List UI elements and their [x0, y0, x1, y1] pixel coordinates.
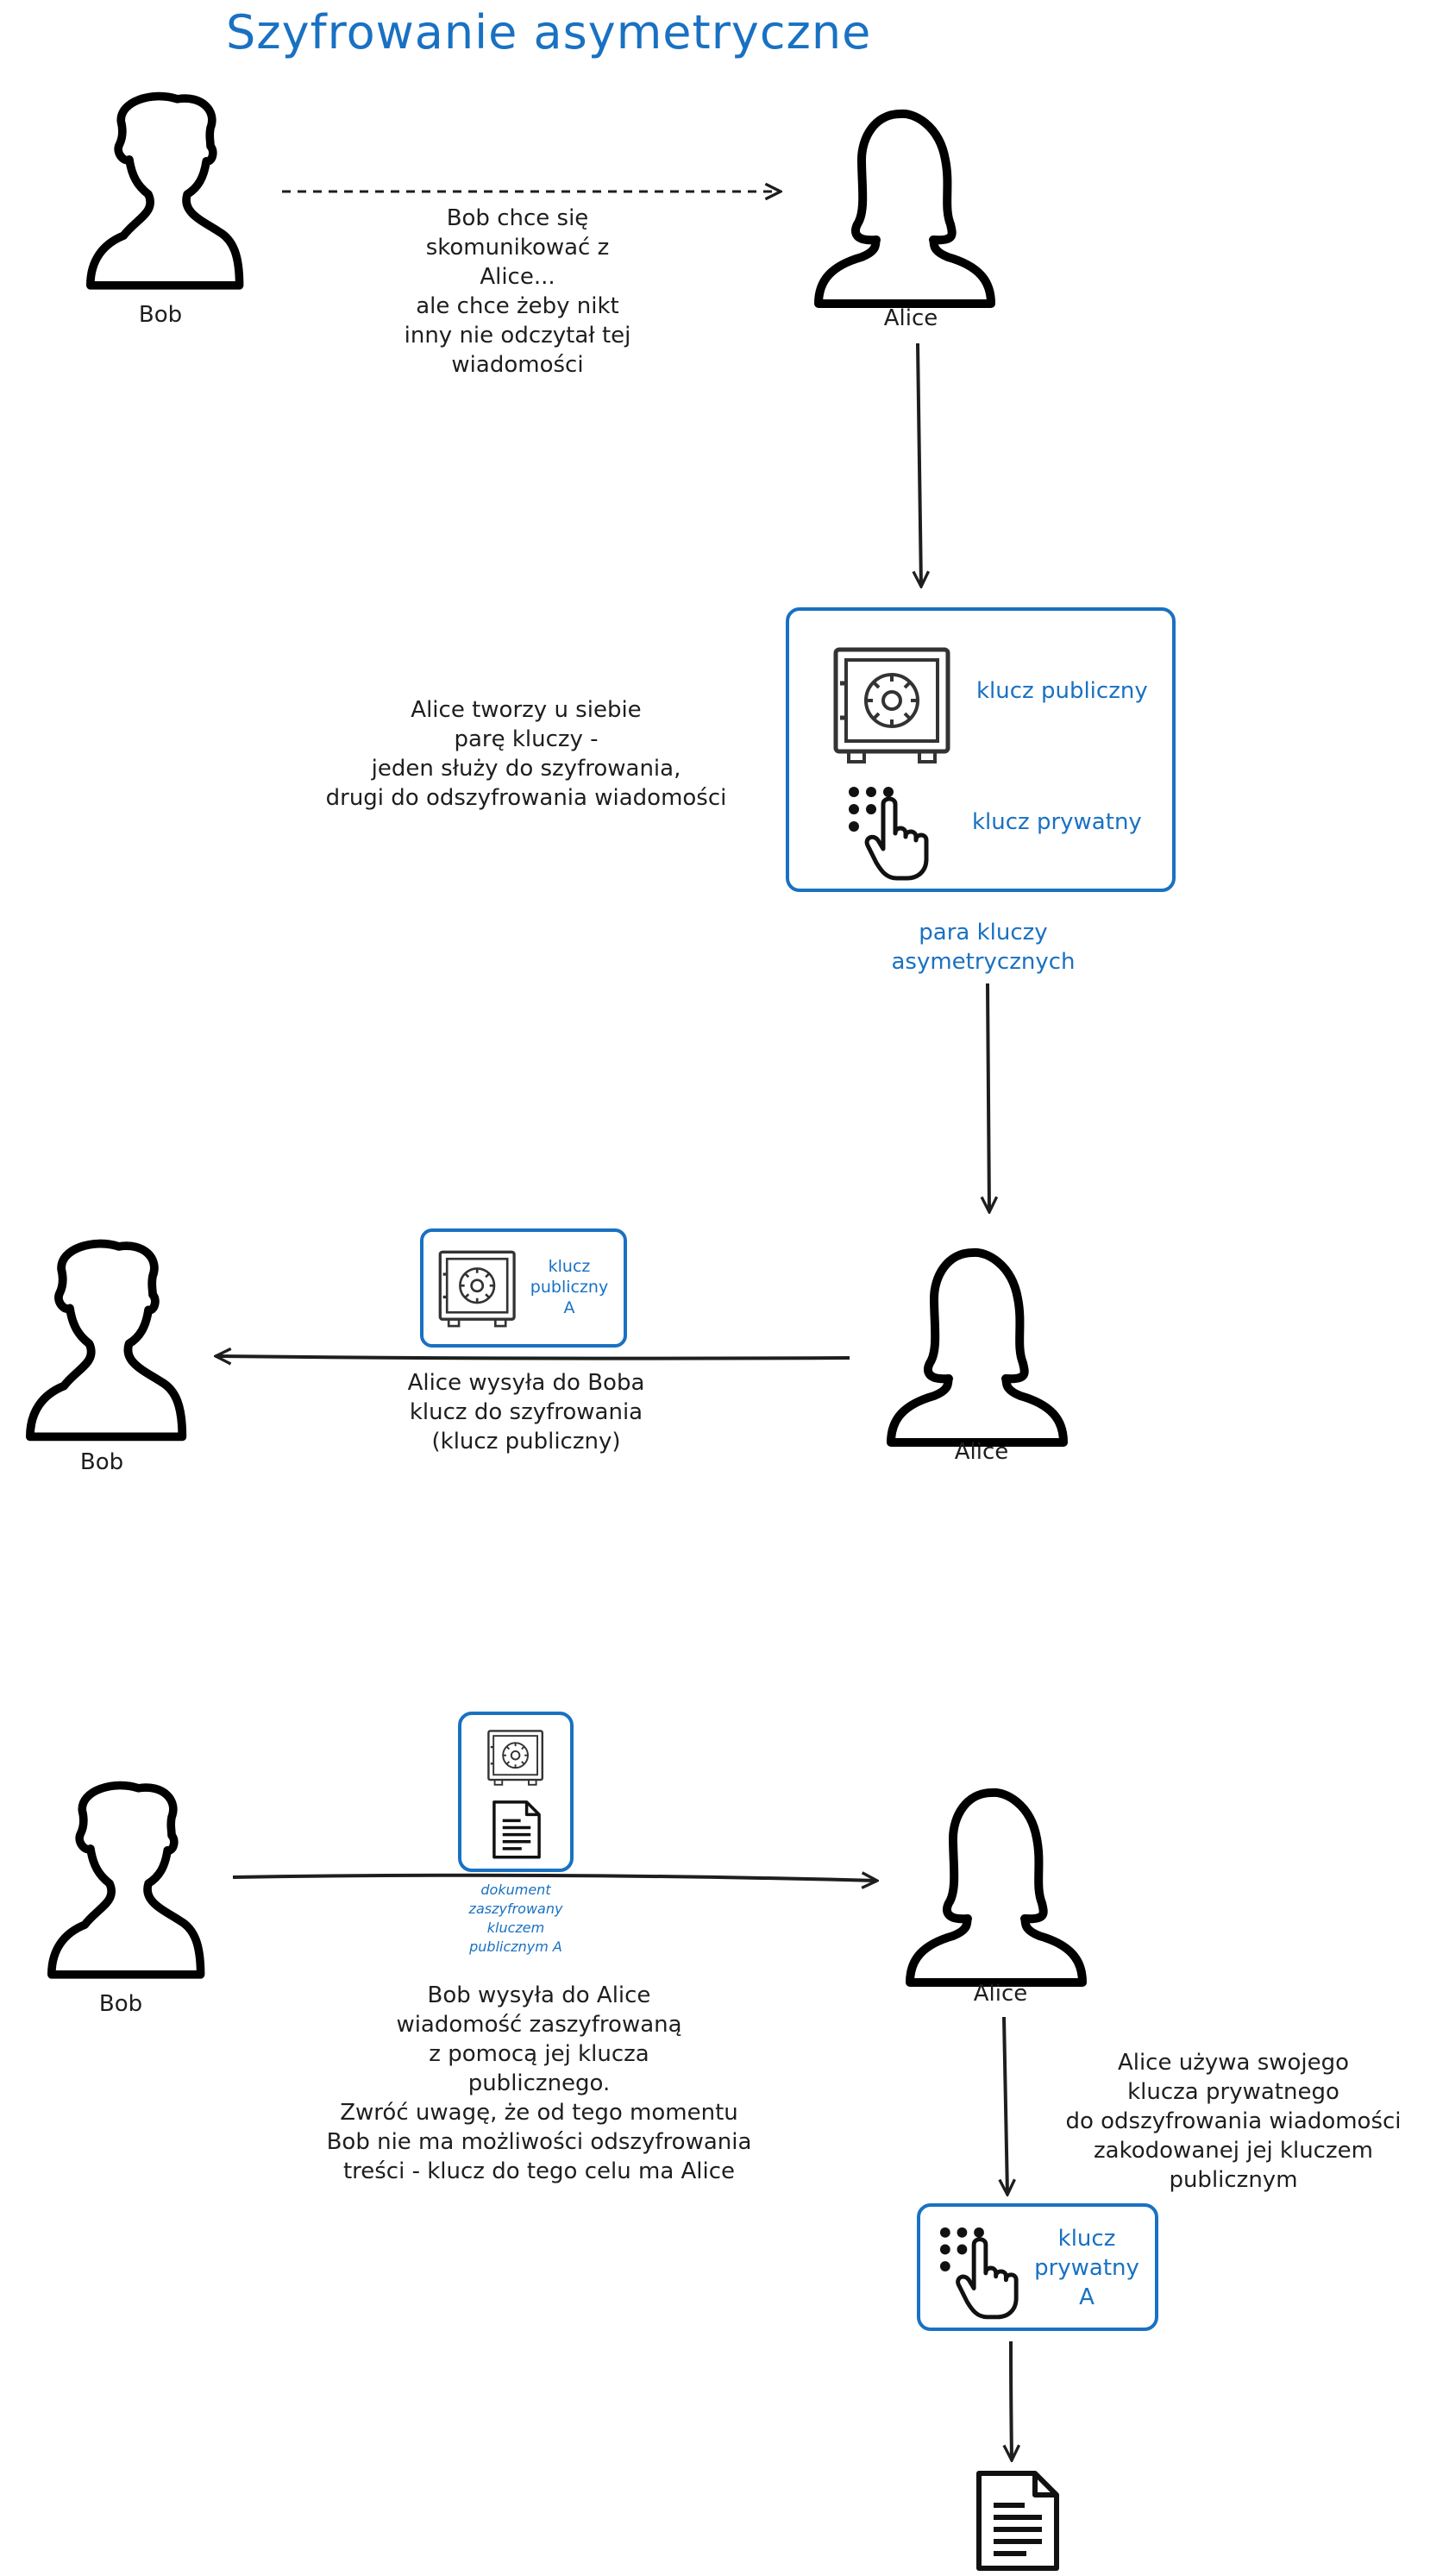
bob-label-3: Bob: [98, 1991, 143, 2017]
private-key-label: klucz prywatny: [972, 809, 1142, 835]
keypad-hand-icon-small: [940, 2227, 1016, 2317]
alice-label-1: Alice: [883, 305, 938, 331]
arrow-bob-to-alice-document: [232, 1875, 877, 1881]
bob-label-2: Bob: [79, 1449, 124, 1475]
alice-female-person-icon-1: [819, 114, 991, 304]
encrypted-document-box: [458, 1712, 574, 1872]
stage4-note: Bob wysyła do Alice wiadomość zaszyfrowa…: [326, 1982, 752, 2184]
keypad-hand-icon: [849, 787, 926, 878]
keypair-box: [786, 607, 1176, 892]
alice-label-3: Alice: [973, 1981, 1028, 2007]
bob-label-1: Bob: [138, 302, 183, 328]
alice-female-person-icon-3: [910, 1793, 1082, 1982]
private-key-box-label: klucz prywatny A: [1034, 2226, 1139, 2310]
alice-decrypt-note: Alice używa swojego klucza prywatnego do…: [1065, 2050, 1402, 2193]
decrypted-document-icon: [979, 2473, 1057, 2568]
public-key-label: klucz publiczny: [976, 678, 1148, 704]
encrypted-document-caption: dokument zaszyfrowany kluczem publicznym…: [468, 1882, 563, 1955]
alice-label-2: Alice: [954, 1439, 1009, 1465]
safe-icon: [836, 650, 948, 762]
stage2-note: Alice tworzy u siebie parę kluczy - jede…: [325, 697, 727, 811]
private-key-box: [917, 2203, 1158, 2331]
arrow-alice-to-bob: [216, 1356, 850, 1359]
bob-male-person-icon-2: [30, 1244, 182, 1437]
keypair-caption: para kluczy asymetrycznych: [891, 920, 1076, 975]
arrow-private-key-to-document: [1011, 2340, 1012, 2460]
arrow-alice-to-private-key: [1004, 2016, 1007, 2195]
diagram-title: Szyfrowanie asymetryczne: [226, 5, 872, 60]
stage1-note: Bob chce się skomunikować z Alice... ale…: [404, 205, 631, 378]
bob-male-person-icon-3: [52, 1786, 201, 1975]
arrow-keypair-to-alice: [988, 983, 989, 1212]
public-key-box-label: klucz publiczny A: [530, 1257, 609, 1317]
arrow-alice-to-keypair: [918, 342, 921, 587]
safe-icon-small: [438, 1250, 516, 1328]
document-icon-in-box: [492, 1800, 541, 1859]
stage3-note: Alice wysyła do Boba klucz do szyfrowani…: [407, 1370, 645, 1454]
alice-female-person-icon-2: [891, 1253, 1063, 1442]
safe-icon-tiny: [487, 1730, 543, 1787]
bob-male-person-icon-1: [91, 97, 240, 286]
public-key-box: [420, 1228, 627, 1348]
